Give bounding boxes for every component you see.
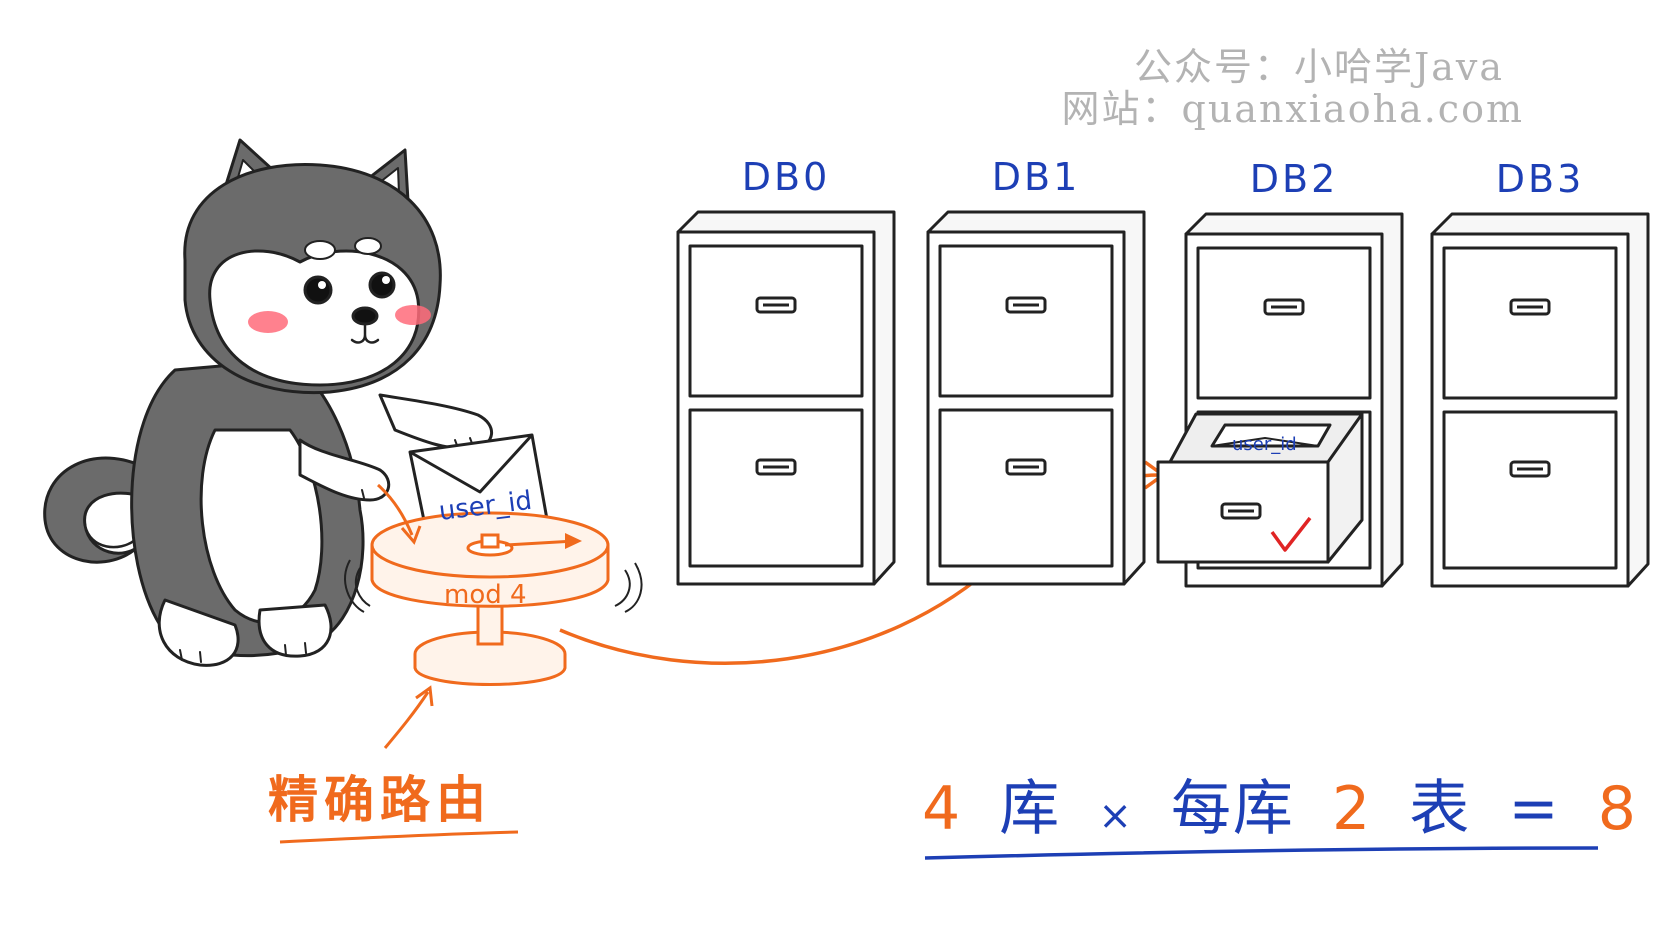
formula-db-count: 4	[922, 774, 963, 844]
label-pointer-arrow	[383, 691, 430, 749]
watermark-account: 公众号：小哈学Java	[1133, 45, 1504, 89]
dog-tail	[43, 456, 152, 564]
db3-label: DB3	[1495, 157, 1585, 201]
formula-times: ×	[1098, 793, 1134, 839]
drawer-envelope-label: user_id	[1232, 434, 1297, 455]
formula-per-db: 每库	[1170, 774, 1295, 844]
formula-total: 8	[1597, 774, 1638, 844]
dog-cheek-left	[248, 311, 288, 333]
watermark-website: 网站：quanxiaoha.com	[1061, 87, 1524, 131]
db2-label: DB2	[1249, 157, 1339, 201]
route-label: 精确路由	[268, 771, 492, 829]
db0-cabinet	[676, 210, 896, 586]
db1-label: DB1	[991, 155, 1081, 199]
dog-eye-right	[368, 271, 396, 299]
dog-foot-left	[157, 598, 240, 667]
db2-cabinet	[1156, 212, 1404, 588]
drop-arrow	[377, 483, 414, 536]
dog-face	[208, 249, 421, 387]
formula-equals: =	[1508, 774, 1561, 844]
formula-db-unit: 库	[999, 774, 1062, 844]
sharding-formula: 4 库 × 每库 2 表 = 8 表	[922, 760, 1672, 847]
dog-cheek-right	[395, 305, 431, 325]
dog-paw-left	[298, 438, 391, 502]
turntable-label: mod 4	[444, 580, 527, 610]
db1-cabinet	[926, 210, 1146, 586]
db0-label: DB0	[741, 155, 831, 199]
mod-turntable	[344, 511, 643, 686]
turntable-pointer-arrow	[504, 539, 576, 547]
db2-open-drawer	[1156, 412, 1364, 564]
dog-paw-right	[378, 393, 493, 451]
check-mark	[1270, 516, 1312, 552]
dog-foot-right	[257, 603, 333, 658]
route-label-underline	[279, 830, 519, 844]
db3-cabinet	[1430, 212, 1650, 588]
formula-underline	[924, 846, 1599, 860]
formula-table-unit: 表	[1409, 774, 1472, 844]
formula-tables-per-db: 2	[1332, 774, 1373, 844]
dog-nose	[351, 306, 379, 326]
shiba-dog-mascot	[43, 138, 493, 667]
dog-eye-left	[303, 275, 333, 305]
